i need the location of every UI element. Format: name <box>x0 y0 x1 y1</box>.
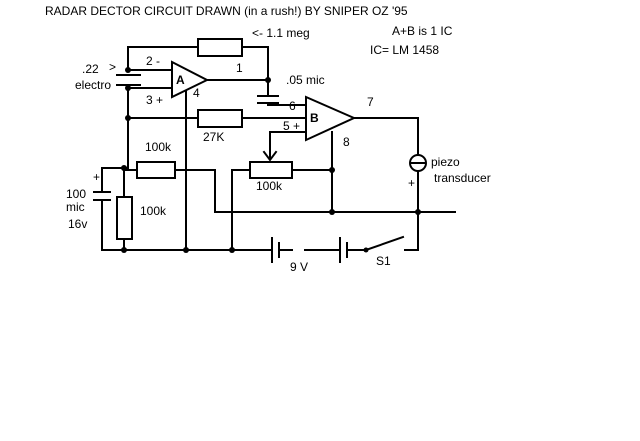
potentiometer-100k-label: 100k <box>256 179 283 193</box>
opamp-b-label: B <box>310 111 319 125</box>
resistor-100k-left-label: 100k <box>140 204 167 218</box>
opamp-a-pin-gnd: 4 <box>193 86 200 100</box>
switch-s1 <box>363 211 419 253</box>
capacitor-022-electro <box>116 74 141 119</box>
resistor-1-1-meg-label: <- 1.1 meg <box>252 26 310 40</box>
resistor-27k-label: 27K <box>203 130 224 144</box>
opamp-a-pin-out: 1 <box>236 61 243 75</box>
diagram-title: RADAR DECTOR CIRCUIT DRAWN (in a rush!) … <box>45 4 408 18</box>
piezo-plus: + <box>408 176 415 190</box>
capacitor-100-value: 100 <box>66 187 86 201</box>
resistor-27k <box>127 109 307 128</box>
ic-type-note: IC= LM 1458 <box>370 43 439 57</box>
junction-pin8-rail <box>329 209 335 215</box>
capacitor-100-plus: + <box>93 170 100 184</box>
junction-bottom-100k <box>121 247 127 253</box>
resistor-100k-left <box>116 169 133 251</box>
junction-pot-right <box>329 167 335 173</box>
opamp-a-pin-noninv: 3 + <box>146 93 163 107</box>
opamp-b-pin-vcc: 8 <box>343 135 350 149</box>
capacitor-100-mic <box>93 167 111 251</box>
ic-group-note: A+B is 1 IC <box>392 24 453 38</box>
capacitor-005-mic <box>257 79 307 106</box>
resistor-100k-bias-label: 100k <box>145 140 172 154</box>
junction-noninv-a <box>125 85 131 91</box>
battery-9v <box>271 237 367 263</box>
piezo-label-line1: piezo <box>431 155 460 169</box>
piezo-label-line2: transducer <box>434 171 491 185</box>
capacitor-100-unit: mic <box>66 200 85 214</box>
capacitor-022-chevron: > <box>109 60 116 74</box>
opamp-a-pin-inv: 2 - <box>146 54 160 68</box>
capacitor-022-type: electro <box>75 78 111 92</box>
capacitor-022-value: .22 <box>82 62 99 76</box>
opamp-b-pin-out: 7 <box>367 95 374 109</box>
switch-label: S1 <box>376 254 391 268</box>
opamp-a <box>171 60 210 99</box>
battery-label: 9 V <box>290 260 308 274</box>
junction-inv-a <box>125 67 131 73</box>
opamp-a-label: A <box>176 73 185 87</box>
capacitor-100-voltage: 16v <box>68 217 87 231</box>
piezo-transducer <box>409 154 427 213</box>
opamp-b-pin-noninv: 5 + <box>283 119 300 133</box>
potentiometer-100k <box>231 131 333 251</box>
resistor-1-1-meg <box>127 38 269 81</box>
capacitor-005-label: .05 mic <box>286 73 325 87</box>
opamp-b-pin-inv: 6 <box>289 99 296 113</box>
